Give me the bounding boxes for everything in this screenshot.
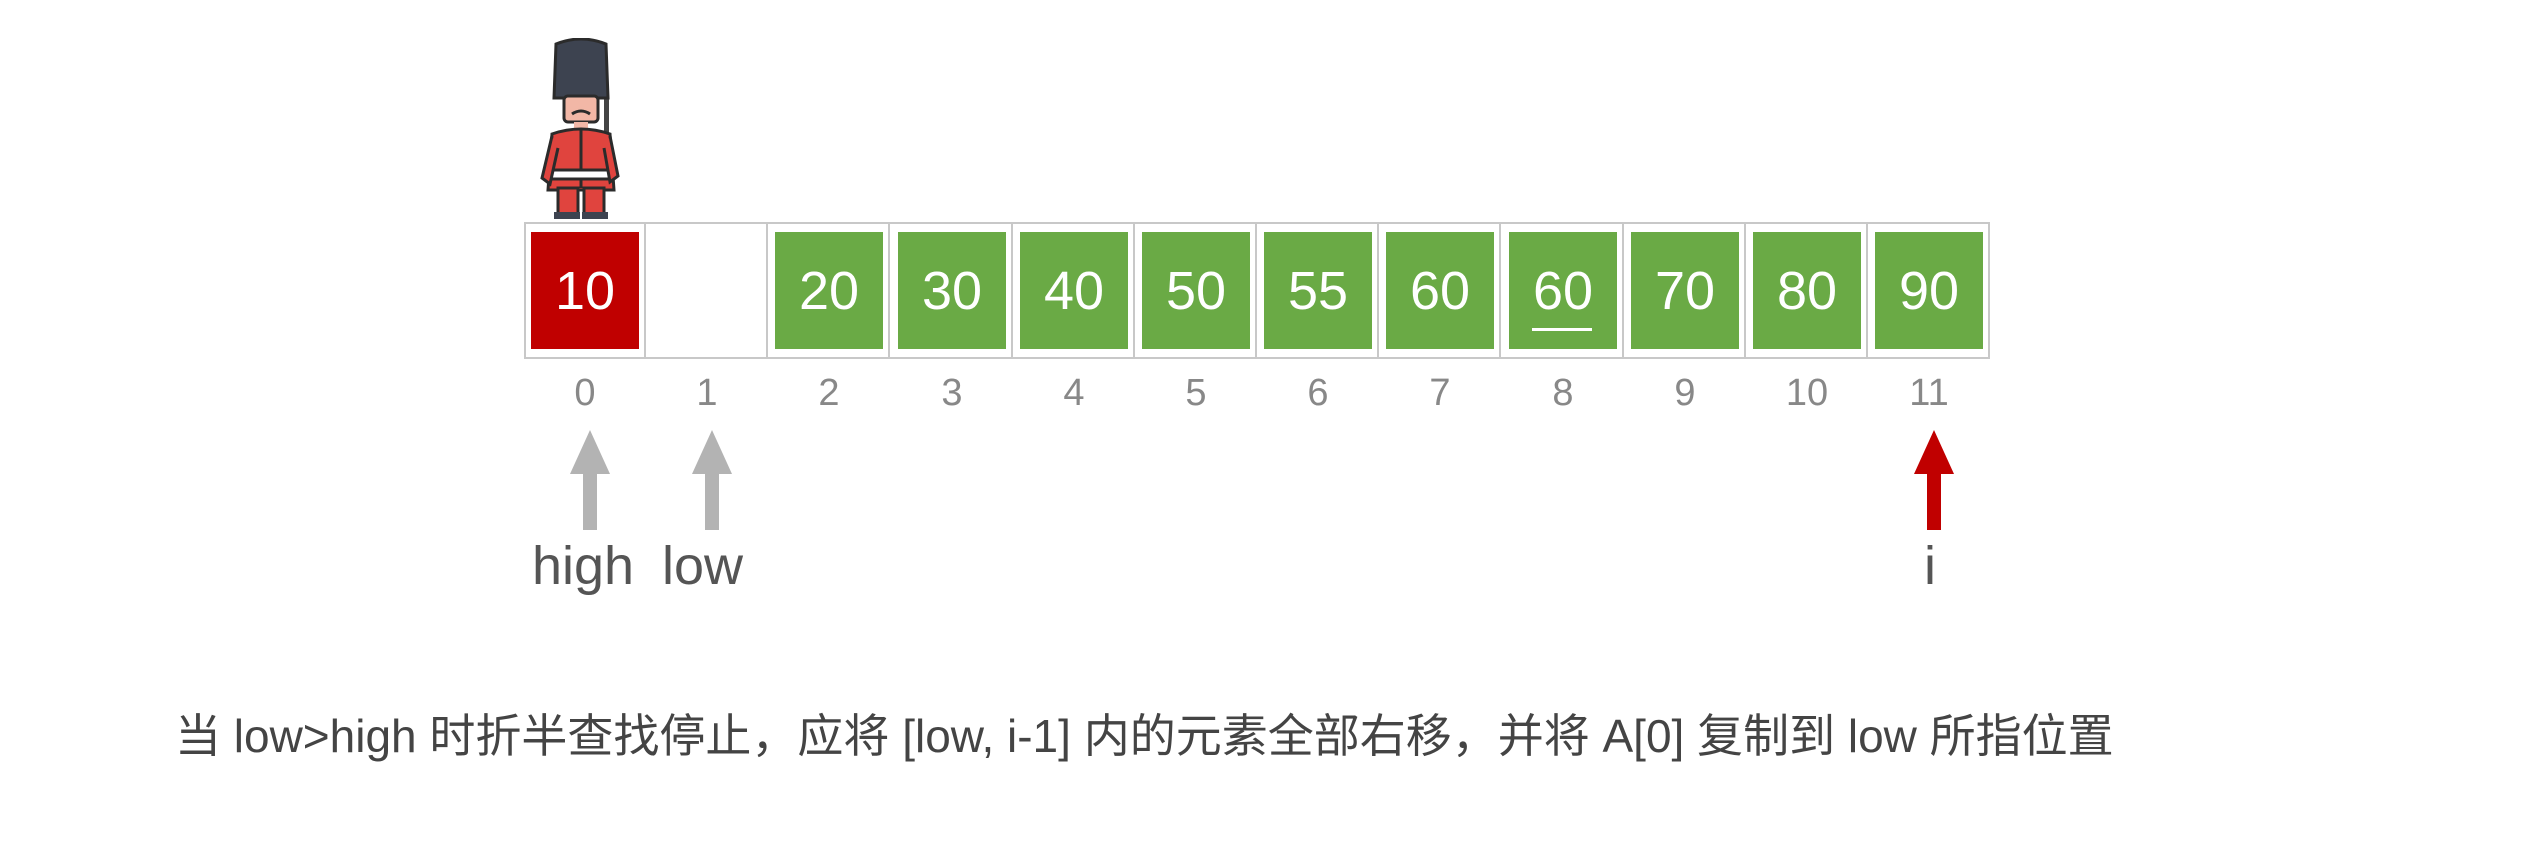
i-label: i <box>1924 536 1936 596</box>
array-cell: 90 <box>1868 222 1990 359</box>
high-pointer-arrow <box>570 430 610 530</box>
high-label: high <box>532 536 635 596</box>
array-index-label: 11 <box>1909 372 1949 414</box>
array-cell: 40 <box>1013 222 1135 359</box>
array-cell: 60 <box>1379 222 1501 359</box>
array-cell-value: 30 <box>898 232 1006 349</box>
array-cell: 70 <box>1624 222 1746 359</box>
array-index-label: 9 <box>1674 372 1696 414</box>
array-cell-value: 80 <box>1753 232 1861 349</box>
low-label: low <box>662 536 744 596</box>
array-cell-value: 70 <box>1631 232 1739 349</box>
array-cell <box>646 222 768 359</box>
array-cell-value: 90 <box>1875 232 1983 349</box>
i-pointer-arrow <box>1914 430 1954 530</box>
array-index-label: 2 <box>818 372 840 414</box>
array-cell: 10 <box>524 222 646 359</box>
array-cell-value: 60 <box>1386 232 1494 349</box>
caption: 当 low>high 时折半查找停止，应将 [low, i-1] 内的元素全部右… <box>175 710 2114 762</box>
array-cell-value <box>653 232 761 349</box>
array-index-label: 4 <box>1063 372 1085 414</box>
array-cell: 20 <box>768 222 890 359</box>
array-index-label: 7 <box>1429 372 1451 414</box>
royal-guard-icon <box>540 38 620 219</box>
array-cell-value: 20 <box>775 232 883 349</box>
array-index-label: 3 <box>941 372 963 414</box>
array-cell-value: 50 <box>1142 232 1250 349</box>
array-cell-value: 40 <box>1020 232 1128 349</box>
array-index-label: 5 <box>1185 372 1207 414</box>
array-cell: 50 <box>1135 222 1257 359</box>
array-index-label: 10 <box>1785 372 1829 414</box>
array-cell: 60 <box>1502 222 1624 359</box>
array-index-label: 6 <box>1307 372 1329 414</box>
array-cell: 80 <box>1746 222 1868 359</box>
array-cell: 55 <box>1257 222 1379 359</box>
low-pointer-arrow <box>692 430 732 530</box>
array-index-label: 0 <box>574 372 596 414</box>
array-index-label: 8 <box>1552 372 1574 414</box>
array-cell: 30 <box>891 222 1013 359</box>
array-cell-value: 60 <box>1509 232 1617 349</box>
duplicate-underline <box>1532 328 1592 331</box>
array-cell-value: 55 <box>1264 232 1372 349</box>
array-cell-value: 10 <box>531 232 639 349</box>
array-index-label: 1 <box>696 372 718 414</box>
